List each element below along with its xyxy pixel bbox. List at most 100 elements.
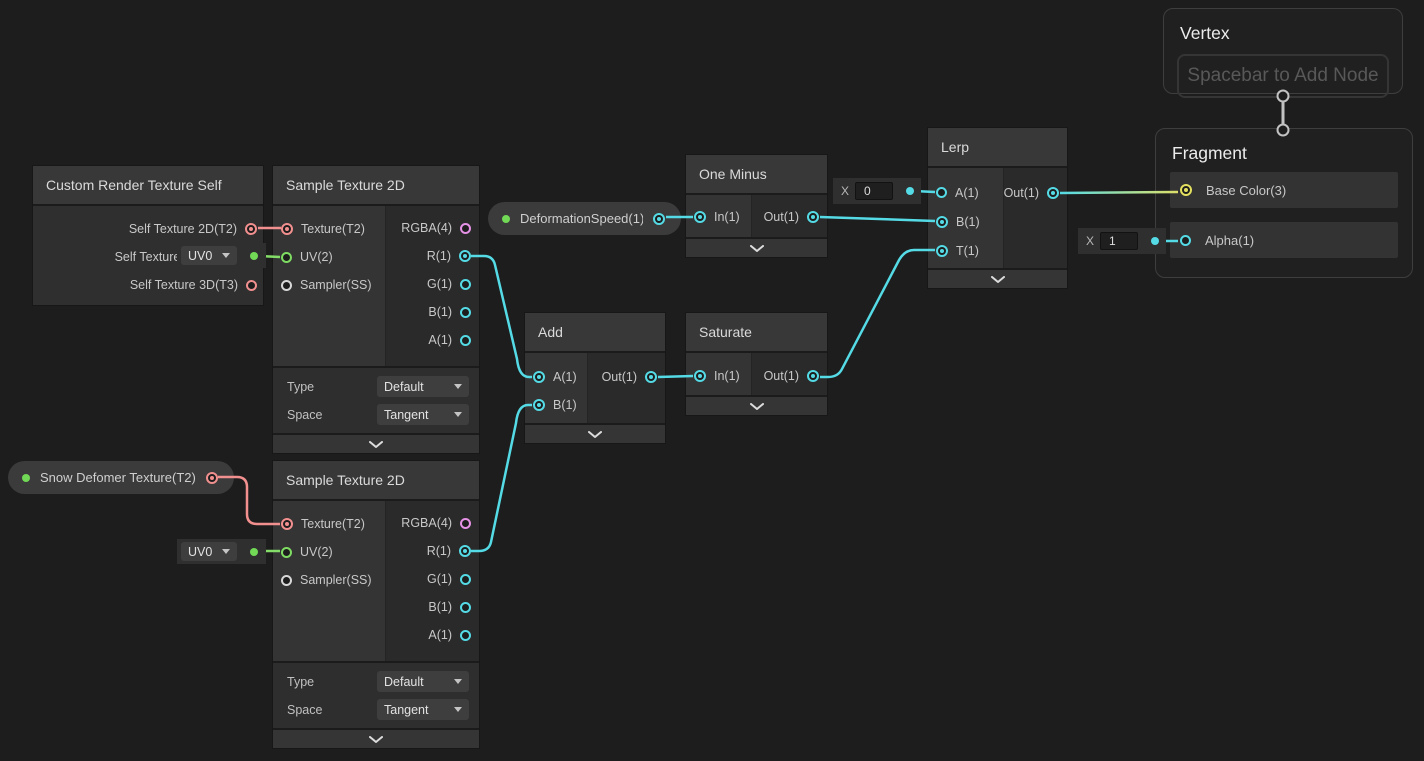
uv-channel-widget-2: UV0 <box>177 539 266 564</box>
node-title[interactable]: Lerp <box>928 128 1067 168</box>
node-sample-texture-2d-1[interactable]: Sample Texture 2D Texture(T2) UV(2) Samp… <box>273 166 479 453</box>
out-output-port[interactable] <box>645 371 657 383</box>
port-label: B(1) <box>553 398 577 412</box>
texture-input-port[interactable] <box>281 518 293 530</box>
b-input-port[interactable] <box>533 399 545 411</box>
base-color-port[interactable] <box>1180 184 1192 196</box>
wire-r2-to-add-b[interactable] <box>471 403 532 553</box>
port-label: G(1) <box>427 277 452 291</box>
vertex-title: Vertex <box>1180 23 1230 43</box>
dropdown-arrow-icon <box>454 707 462 712</box>
dropdown-arrow-icon <box>222 549 230 554</box>
texture-input-port[interactable] <box>281 223 293 235</box>
dropdown-value: Default <box>384 674 424 689</box>
a-input-port[interactable] <box>936 187 947 198</box>
port-label: Texture(T2) <box>301 517 365 531</box>
alpha-row[interactable]: Alpha(1) <box>1170 222 1398 258</box>
node-one-minus[interactable]: One Minus In(1) Out(1) <box>686 155 827 257</box>
node-title[interactable]: Add <box>525 313 665 353</box>
dropdown-value: Default <box>384 379 424 394</box>
sampler-input-port[interactable] <box>281 279 292 291</box>
rgba-output-port[interactable] <box>460 517 471 529</box>
alpha-port[interactable] <box>1180 234 1191 246</box>
wire-add-to-saturate[interactable] <box>657 374 694 379</box>
wire-r1-to-add-a[interactable] <box>471 254 532 379</box>
collapse-chevron[interactable] <box>273 728 479 748</box>
node-saturate[interactable]: Saturate In(1) Out(1) <box>686 313 827 415</box>
type-dropdown[interactable]: Default <box>377 671 469 692</box>
self-texture-2d-port[interactable] <box>245 223 257 235</box>
a-output-port[interactable] <box>460 334 471 346</box>
uv-channel-dropdown[interactable]: UV0 <box>181 542 237 561</box>
uv-channel-dropdown[interactable]: UV0 <box>181 246 237 265</box>
spacebar-hint: Spacebar to Add Node <box>1177 54 1389 98</box>
space-dropdown[interactable]: Tangent <box>377 404 469 425</box>
out-output-port[interactable] <box>807 211 819 223</box>
rgba-output-port[interactable] <box>460 222 471 234</box>
node-lerp[interactable]: Lerp A(1) B(1) T(1) Out(1) <box>928 128 1067 288</box>
a-output-port[interactable] <box>460 629 471 641</box>
node-title[interactable]: One Minus <box>686 155 827 195</box>
b-input-port[interactable] <box>936 215 948 228</box>
port-label: Self Texture ( <box>114 250 188 264</box>
wire-lerp-to-basecolor[interactable] <box>1059 190 1179 195</box>
collapse-chevron[interactable] <box>928 268 1067 288</box>
node-title[interactable]: Sample Texture 2D <box>273 461 479 501</box>
chevron-down-icon <box>369 735 383 743</box>
pill-snow-deformer-texture[interactable]: Snow Defomer Texture(T2) <box>8 461 234 494</box>
sampler-input-port[interactable] <box>281 574 292 586</box>
g-output-port[interactable] <box>460 278 471 290</box>
subport-dot[interactable] <box>250 547 258 556</box>
b-output-port[interactable] <box>460 601 471 613</box>
a-input-port[interactable] <box>533 371 545 383</box>
setting-label: Space <box>287 407 323 422</box>
r-output-port[interactable] <box>459 545 471 557</box>
node-fragment[interactable]: Fragment Base Color(3) Alpha(1) <box>1155 128 1413 278</box>
base-color-row[interactable]: Base Color(3) <box>1170 172 1398 208</box>
pill-label: Snow Defomer Texture(T2) <box>40 470 196 485</box>
subport-dot[interactable] <box>906 187 914 195</box>
wire-saturate-to-lerp-t[interactable] <box>820 248 935 379</box>
dropdown-value: UV0 <box>188 544 213 559</box>
x-value-input[interactable] <box>1100 232 1139 250</box>
pill-output-port[interactable] <box>206 471 218 484</box>
wire-oneminus-to-lerp-b[interactable] <box>819 215 936 223</box>
uv-input-port[interactable] <box>281 251 292 263</box>
pill-output-port[interactable] <box>653 212 665 225</box>
port-label: B(1) <box>956 214 980 229</box>
out-output-port[interactable] <box>807 370 819 382</box>
node-title[interactable]: Saturate <box>686 313 827 353</box>
subport-dot[interactable] <box>1151 237 1159 245</box>
out-output-port[interactable] <box>1047 186 1059 199</box>
node-sample-texture-2d-2[interactable]: Sample Texture 2D Texture(T2) UV(2) Samp… <box>273 461 479 748</box>
b-output-port[interactable] <box>460 306 471 318</box>
wire-snowpill-to-texture2[interactable] <box>218 475 280 526</box>
node-add[interactable]: Add A(1) B(1) Out(1) <box>525 313 665 443</box>
collapse-chevron[interactable] <box>686 395 827 415</box>
node-vertex[interactable]: Vertex Spacebar to Add Node <box>1163 8 1403 98</box>
uv-input-port[interactable] <box>281 546 292 558</box>
port-label: Texture(T2) <box>301 222 365 236</box>
in-input-port[interactable] <box>694 370 706 382</box>
t-input-port[interactable] <box>936 244 948 257</box>
chevron-down-icon <box>588 430 602 438</box>
self-texture-3d-port[interactable] <box>246 279 257 291</box>
type-dropdown[interactable]: Default <box>377 376 469 397</box>
in-input-port[interactable] <box>694 211 706 223</box>
node-title[interactable]: Custom Render Texture Self <box>33 166 263 206</box>
collapse-chevron[interactable] <box>273 433 479 453</box>
port-label: A(1) <box>428 333 452 347</box>
pill-deformation-speed[interactable]: DeformationSpeed(1) <box>488 202 681 235</box>
g-output-port[interactable] <box>460 573 471 585</box>
x-value-input[interactable] <box>855 182 894 200</box>
node-title[interactable]: Sample Texture 2D <box>273 166 479 206</box>
port-label: R(1) <box>426 249 451 263</box>
subport-dot[interactable] <box>250 251 258 260</box>
collapse-chevron[interactable] <box>525 423 665 443</box>
r-output-port[interactable] <box>459 250 471 262</box>
node-custom-render-texture-self[interactable]: Custom Render Texture Self Self Texture … <box>33 166 263 305</box>
port-label: Out(1) <box>763 210 799 224</box>
space-dropdown[interactable]: Tangent <box>377 699 469 720</box>
collapse-chevron[interactable] <box>686 237 827 257</box>
